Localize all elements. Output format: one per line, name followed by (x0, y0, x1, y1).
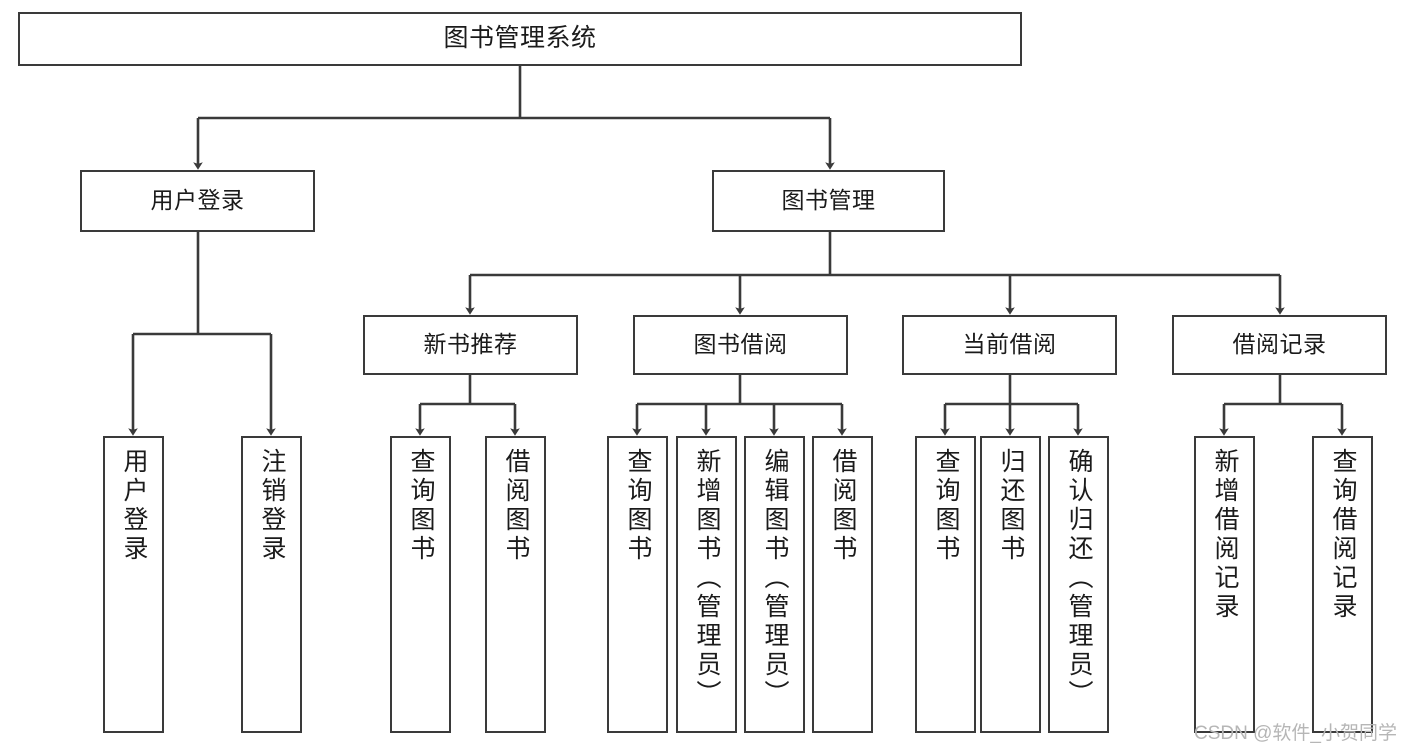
leaf-query-borrow-record[interactable]: 查询借阅记录 (1312, 436, 1373, 733)
leaf-query-book[interactable]: 查询图书 (607, 436, 668, 733)
node-label: 新增图书（管理员） (693, 448, 721, 709)
node-label: 查询图书 (407, 448, 435, 564)
leaf-confirm-return-admin[interactable]: 确认归还（管理员） (1048, 436, 1109, 733)
node-book-borrow[interactable]: 图书借阅 (633, 315, 848, 375)
node-label: 新增借阅记录 (1211, 448, 1239, 622)
node-label: 查询图书 (624, 448, 652, 564)
node-label: 图书借阅 (693, 331, 788, 358)
node-new-book-recommend[interactable]: 新书推荐 (363, 315, 578, 375)
node-label: 图书管理 (781, 187, 876, 214)
node-label: 用户登录 (120, 448, 148, 564)
node-label: 图书管理系统 (443, 24, 597, 53)
leaf-borrow-book-recommend[interactable]: 借阅图书 (485, 436, 546, 733)
node-label: 归还图书 (997, 448, 1025, 564)
leaf-edit-book-admin[interactable]: 编辑图书（管理员） (744, 436, 805, 733)
node-label: 编辑图书（管理员） (761, 448, 789, 709)
leaf-return-book[interactable]: 归还图书 (980, 436, 1041, 733)
node-label: 借阅记录 (1232, 331, 1327, 358)
node-label: 查询图书 (932, 448, 960, 564)
node-label: 确认归还（管理员） (1065, 448, 1093, 709)
node-borrow-record[interactable]: 借阅记录 (1172, 315, 1387, 375)
leaf-add-borrow-record[interactable]: 新增借阅记录 (1194, 436, 1255, 733)
leaf-query-book-recommend[interactable]: 查询图书 (390, 436, 451, 733)
leaf-logout[interactable]: 注销登录 (241, 436, 302, 733)
node-label: 当前借阅 (962, 331, 1057, 358)
leaf-user-login[interactable]: 用户登录 (103, 436, 164, 733)
node-label: 借阅图书 (829, 448, 857, 564)
node-label: 借阅图书 (502, 448, 530, 564)
leaf-borrow-book[interactable]: 借阅图书 (812, 436, 873, 733)
node-book-management[interactable]: 图书管理 (712, 170, 945, 232)
node-label: 用户登录 (150, 187, 245, 214)
node-label: 注销登录 (258, 448, 286, 564)
node-label: 新书推荐 (423, 331, 518, 358)
leaf-add-book-admin[interactable]: 新增图书（管理员） (676, 436, 737, 733)
node-root-system[interactable]: 图书管理系统 (18, 12, 1022, 66)
node-user-login[interactable]: 用户登录 (80, 170, 315, 232)
node-label: 查询借阅记录 (1329, 448, 1357, 622)
node-current-borrow[interactable]: 当前借阅 (902, 315, 1117, 375)
leaf-query-book-current[interactable]: 查询图书 (915, 436, 976, 733)
